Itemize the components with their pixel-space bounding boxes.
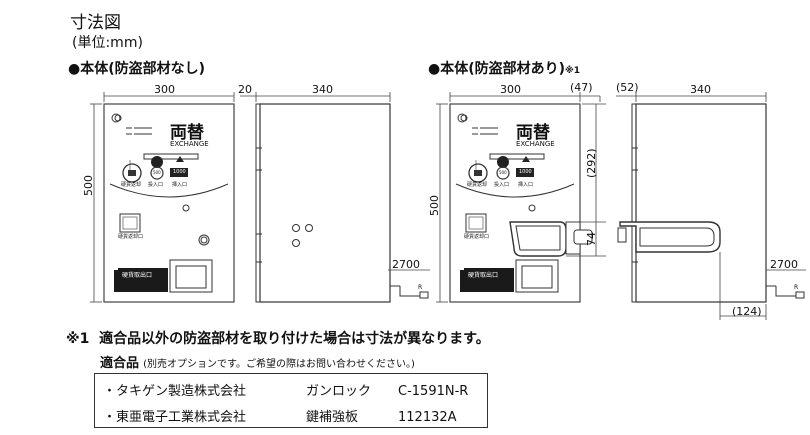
coin-value-left: 500: [153, 170, 161, 175]
footnote-text: 適合品以外の防盗部材を取り付けた場合は寸法が異なります。: [99, 331, 490, 347]
page-title: 寸法図: [70, 13, 121, 33]
product-code: 112132A: [398, 410, 457, 425]
bullet: ・: [103, 410, 117, 425]
dimension-lines-left: [90, 92, 430, 303]
product-row: ・タキゲン製造株式会社 ガンロック C-1591N-R: [103, 380, 468, 399]
bill-label-right: 挿入口: [518, 182, 534, 188]
footnote-mark: ※1: [565, 66, 581, 76]
footnote: ※1 適合品以外の防盗部材を取り付けた場合は寸法が異なります。: [66, 328, 490, 348]
brand-title-left: 両替: [170, 123, 204, 143]
compatible-heading: 適合品 (別売オプションです。ご希望の際はお問い合わせください。): [100, 352, 415, 371]
product-name: ガンロック: [306, 384, 372, 399]
dim-guard-side: (52): [616, 81, 639, 94]
coin-label-right: 投入口: [494, 182, 510, 188]
compatible-label: 適合品: [100, 356, 140, 371]
side-view-with-guard: [617, 103, 805, 303]
product-maker: 東亜電子工業株式会社: [116, 410, 247, 425]
dim-guard-top: (292): [585, 148, 598, 178]
front-guard: [509, 221, 593, 257]
bullet: ・: [103, 384, 117, 399]
dim-width-right: 300: [500, 83, 521, 96]
side-view-without-guard: [255, 103, 429, 303]
dim-depth-left: 340: [312, 83, 333, 96]
dim-door-left: 20: [238, 83, 252, 96]
bill-label-left: 挿入口: [172, 182, 188, 188]
key-label-right: 硬貨返却: [467, 182, 488, 188]
product-maker: タキゲン製造株式会社: [116, 384, 247, 399]
coin-value-right: 500: [499, 170, 507, 175]
dim-depth-right: 340: [690, 83, 711, 96]
bill-value-right: 1000: [519, 169, 532, 175]
brand-title-right: 両替: [516, 123, 550, 143]
dim-guard-out: (124): [732, 305, 762, 318]
return-label-right: 硬貨返却口: [464, 234, 490, 240]
key-label-left: 硬貨返却: [121, 182, 142, 188]
compatible-sub: (別売オプションです。ご希望の際はお問い合わせください。): [143, 359, 415, 370]
dim-cord-right: 2700: [770, 258, 798, 271]
bill-value-left: 1000: [173, 169, 186, 175]
view-heading-with-guard: ●本体(防盗部材あり)※1: [428, 61, 581, 77]
product-row: ・東亜電子工業株式会社 鍵補強板 112132A: [103, 406, 457, 425]
out-label-right: 硬貨取出口: [468, 272, 499, 279]
product-name: 鍵補強板: [306, 410, 359, 425]
dim-width-left: 300: [154, 83, 175, 96]
coin-label-left: 投入口: [148, 182, 164, 188]
footnote-mark-label: ※1: [66, 331, 90, 347]
dim-cord-left: 2700: [392, 258, 420, 271]
return-label-left: 硬貨返却口: [118, 234, 144, 240]
dim-height-right: 500: [428, 195, 441, 216]
unit-label: (単位:mm): [72, 35, 143, 51]
product-code: C-1591N-R: [398, 384, 469, 399]
dim-guard-front: (47): [570, 81, 593, 94]
cord-mark-right: R: [794, 284, 799, 291]
dimension-lines-right: [436, 92, 806, 320]
dim-guard-height: 74: [585, 232, 598, 246]
brand-sub-left: EXCHANGE: [170, 140, 209, 148]
view-heading-without-guard: ●本体(防盗部材なし): [68, 61, 206, 77]
out-label-left: 硬貨取出口: [122, 272, 153, 279]
cord-mark-left: R: [418, 284, 423, 291]
dim-height-left: 500: [82, 175, 95, 196]
brand-sub-right: EXCHANGE: [516, 140, 555, 148]
